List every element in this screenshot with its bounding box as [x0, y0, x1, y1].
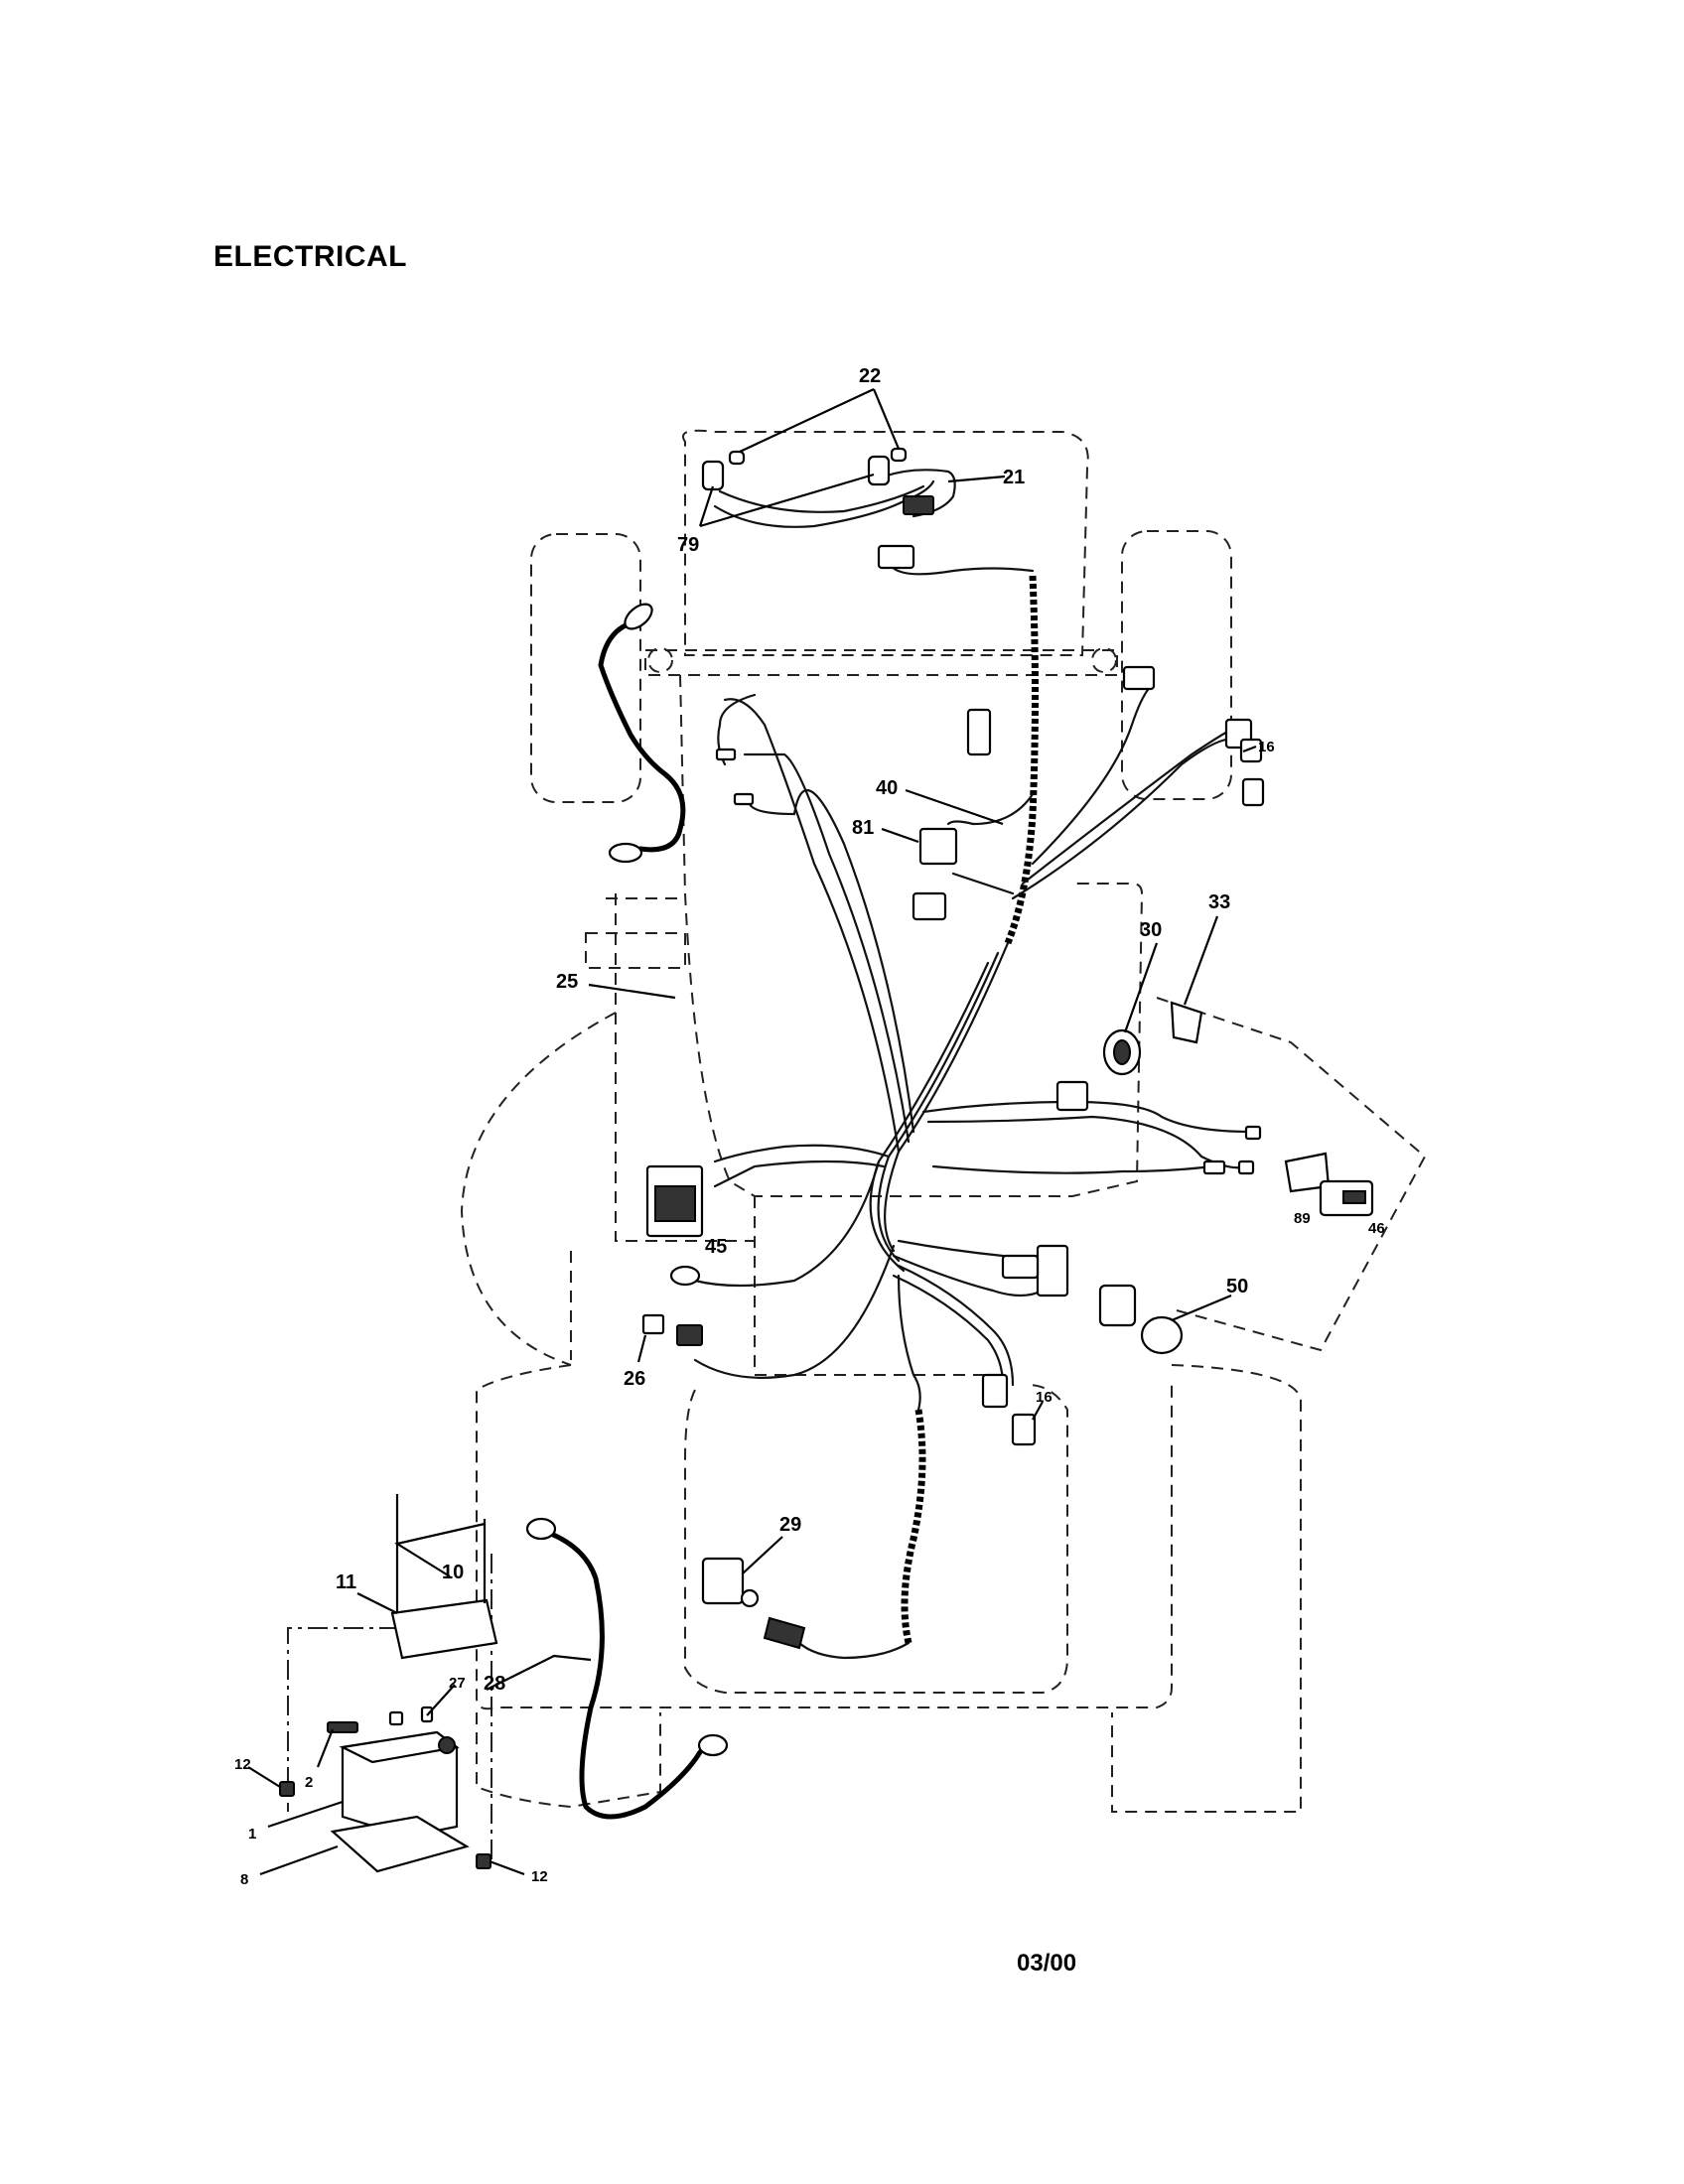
nut-12-right — [476, 1853, 491, 1869]
callout-16-upper: 16 — [1258, 739, 1275, 755]
connector-left-mid — [912, 891, 947, 921]
cable-28-terminal-top — [525, 1517, 557, 1541]
terminal-right-2 — [1237, 1160, 1255, 1175]
callout-45: 45 — [705, 1236, 727, 1258]
callout-40: 40 — [876, 777, 898, 799]
callout-26: 26 — [624, 1368, 645, 1390]
page-title: ELECTRICAL — [213, 240, 407, 273]
terminal-ul-1 — [715, 748, 737, 761]
callout-33: 33 — [1208, 891, 1230, 913]
switch-50 — [1098, 1284, 1137, 1327]
hold-down-11 — [390, 1598, 498, 1660]
bulb-22-right — [890, 447, 908, 463]
connector-21 — [903, 495, 934, 515]
connector-29 — [763, 1616, 806, 1650]
callout-11: 11 — [336, 1571, 356, 1593]
socket-79-left — [701, 460, 725, 491]
connector-right-top — [1122, 665, 1156, 691]
connector-top — [877, 544, 915, 570]
terminal-ul-2 — [733, 792, 755, 806]
callout-21: 21 — [1003, 467, 1025, 488]
wiring-harness — [693, 469, 1253, 1660]
callout-30: 30 — [1140, 919, 1162, 941]
knob-50 — [1140, 1315, 1184, 1355]
cable-25-terminal — [608, 842, 643, 864]
switch-16-top — [1239, 738, 1263, 763]
clip-26-right — [676, 1324, 703, 1346]
solenoid-29 — [701, 1557, 745, 1605]
cable-28 — [548, 1531, 703, 1820]
callout-46: 46 — [1368, 1220, 1385, 1237]
nut-12-left — [279, 1781, 295, 1797]
callout-12-right: 12 — [531, 1868, 548, 1885]
callout-16-lower: 16 — [1036, 1389, 1052, 1406]
tractor-outline — [287, 429, 1427, 1861]
bulb-22-left — [728, 450, 746, 466]
callout-29: 29 — [779, 1514, 801, 1536]
callout-1: 1 — [248, 1826, 256, 1843]
callout-28: 28 — [484, 1673, 505, 1695]
callout-8: 8 — [240, 1871, 248, 1888]
connector-large — [1036, 1244, 1069, 1297]
callout-27: 27 — [449, 1675, 466, 1692]
washer-27 — [388, 1710, 404, 1726]
cable-25-boot — [624, 603, 653, 630]
callout-10: 10 — [442, 1562, 464, 1583]
switch-33 — [1170, 1001, 1203, 1044]
socket-79-right — [867, 455, 891, 486]
relay-81 — [918, 827, 958, 866]
connector-large-b — [1001, 1254, 1040, 1280]
parts — [279, 447, 1374, 1873]
leader-lines — [247, 388, 1257, 1876]
clip-26-left — [641, 1313, 665, 1335]
callout-50: 50 — [1226, 1276, 1248, 1297]
callout-81: 81 — [852, 817, 874, 839]
callout-labels: 22 21 79 16 40 81 33 30 25 45 89 46 50 2… — [234, 365, 1385, 1888]
switch-16b-top — [981, 1373, 1009, 1409]
bolt-2 — [327, 1721, 358, 1733]
terminal-right-3 — [1202, 1160, 1226, 1175]
connector-coil-mid — [966, 708, 992, 756]
cable-28-terminal-bottom — [697, 1733, 729, 1757]
connector-right-mid — [1055, 1080, 1089, 1112]
callout-89: 89 — [1294, 1210, 1311, 1227]
date-code: 03/00 — [1017, 1950, 1077, 1977]
switch-16-bottom — [1241, 777, 1265, 807]
battery-tray-8 — [330, 1815, 470, 1873]
terminal-right-1 — [1244, 1125, 1262, 1141]
callout-2: 2 — [305, 1774, 313, 1791]
callout-12-left: 12 — [234, 1756, 251, 1773]
cable-25 — [598, 622, 686, 853]
terminal-45 — [669, 1265, 701, 1287]
callout-22: 22 — [859, 365, 881, 387]
switch-16b-bottom — [1011, 1413, 1037, 1446]
callout-25: 25 — [556, 971, 578, 993]
callout-79: 79 — [677, 534, 699, 556]
